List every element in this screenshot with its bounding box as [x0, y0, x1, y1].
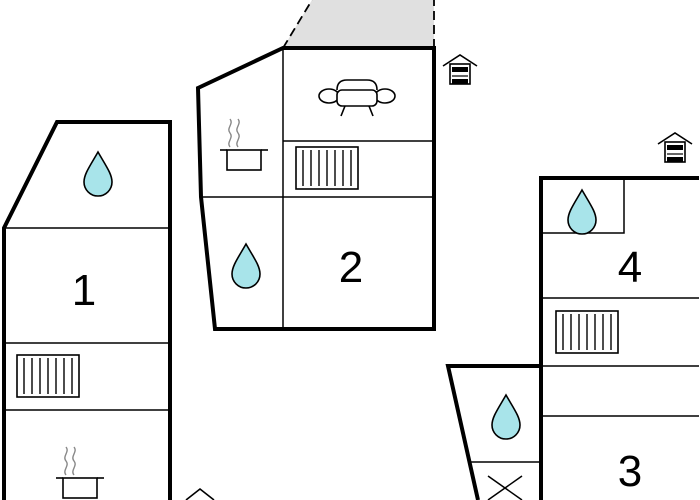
heater-radiator-icon: [16, 354, 80, 398]
building-room-1: 1: [2, 120, 172, 500]
water-drop-icon: [567, 189, 597, 235]
heater-radiator-icon: [555, 310, 619, 354]
heater-radiator-icon: [295, 146, 359, 190]
entrance-house-icon: [442, 54, 478, 85]
room-number-3: 3: [618, 447, 642, 496]
building-room-3-4: 4 3: [445, 176, 699, 500]
terrace: [282, 0, 435, 49]
room-number-4: 4: [618, 243, 642, 292]
entrance-house-icon: [185, 487, 215, 500]
room-number-1: 1: [72, 266, 96, 315]
room-number-2: 2: [339, 243, 363, 292]
entrance-house-icon: [657, 132, 693, 163]
water-drop-icon: [491, 394, 521, 440]
building-room-2: 2: [195, 46, 436, 331]
